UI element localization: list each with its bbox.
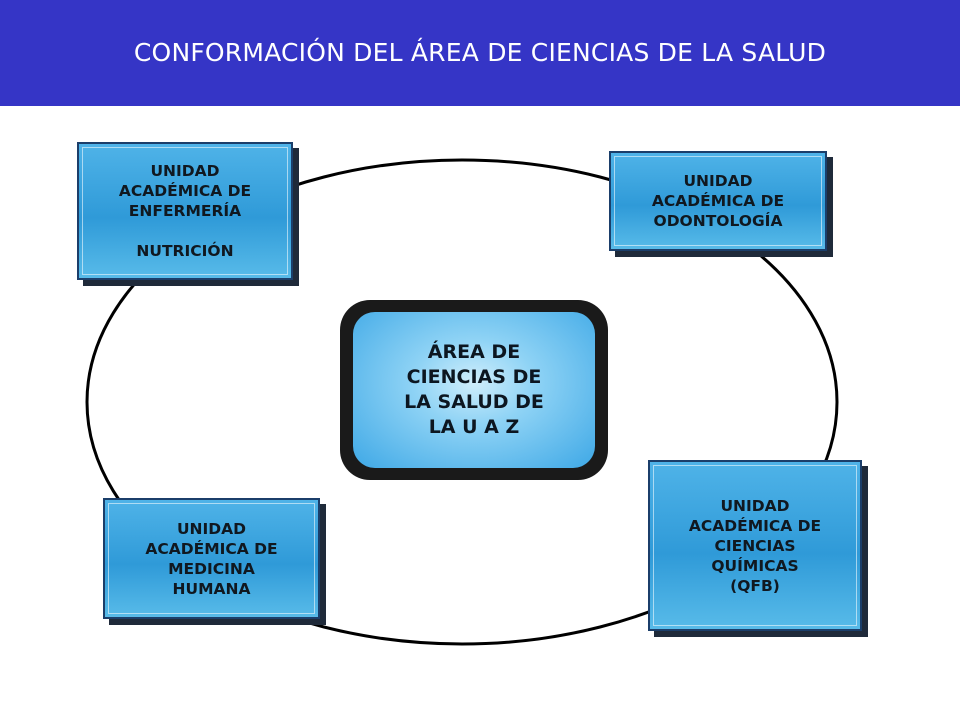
unit-label-odontologia: UNIDAD ACADÉMICA DE ODONTOLOGÍA	[651, 172, 785, 230]
unit-box-medicina: UNIDAD ACADÉMICA DE MEDICINA HUMANA	[103, 498, 320, 619]
center-label: ÁREA DE CIENCIAS DE LA SALUD DE LA U A Z	[404, 341, 544, 438]
page-title: CONFORMACIÓN DEL ÁREA DE CIENCIAS DE LA …	[133, 37, 827, 67]
unit-label-medicina: UNIDAD ACADÉMICA DE MEDICINA HUMANA	[145, 519, 278, 598]
header-bar: CONFORMACIÓN DEL ÁREA DE CIENCIAS DE LA …	[0, 0, 960, 106]
unit-box-enfermeria: UNIDAD ACADÉMICA DE ENFERMERÍA NUTRICIÓN	[77, 142, 293, 280]
ring-ellipse	[85, 158, 839, 646]
unit-label-enfermeria: UNIDAD ACADÉMICA DE ENFERMERÍA NUTRICIÓN	[118, 162, 252, 260]
center-node: ÁREA DE CIENCIAS DE LA SALUD DE LA U A Z	[340, 300, 608, 480]
unit-label-quimicas: UNIDAD ACADÉMICA DE CIENCIAS QUÍMICAS (Q…	[688, 496, 822, 595]
unit-box-odontologia: UNIDAD ACADÉMICA DE ODONTOLOGÍA	[609, 151, 827, 251]
center-node-inner: ÁREA DE CIENCIAS DE LA SALUD DE LA U A Z	[353, 312, 595, 468]
unit-box-quimicas: UNIDAD ACADÉMICA DE CIENCIAS QUÍMICAS (Q…	[648, 460, 862, 631]
